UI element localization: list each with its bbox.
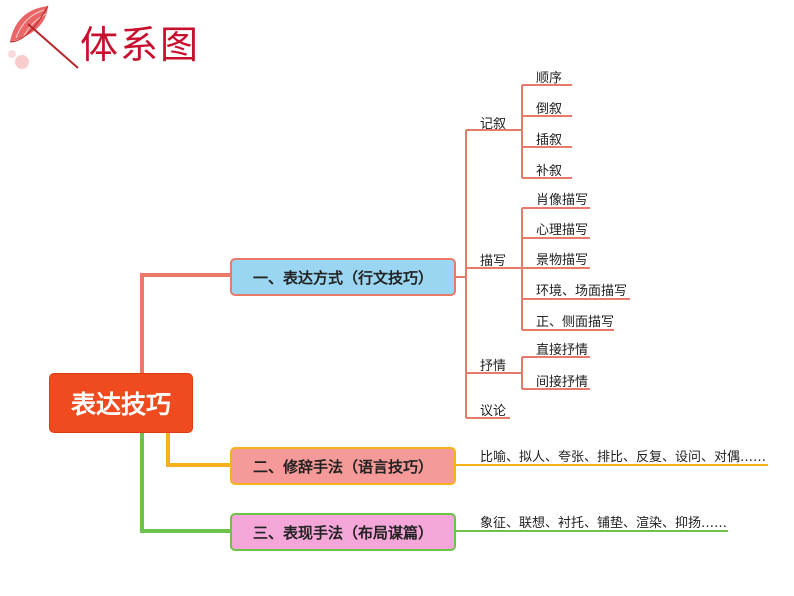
leaf-lyricism-item: 直接抒情 — [536, 343, 589, 358]
leaf-narration-item: 倒叙 — [536, 102, 563, 117]
connector-cat1 — [140, 273, 230, 374]
connector-cat2 — [166, 432, 230, 467]
root-node: 表达技巧 — [50, 374, 192, 432]
leaf-narration-item: 顺序 — [536, 71, 563, 86]
leaf-description-item: 环境、场面描写 — [536, 284, 628, 299]
leaf-description-item: 景物描写 — [536, 253, 589, 268]
category-representation-techniques: 三、表现手法（布局谋篇） — [230, 513, 456, 551]
leaf-description-item: 心理描写 — [536, 223, 589, 238]
leaf-description-item: 正、侧面描写 — [536, 315, 615, 330]
leaf-lyricism-item: 间接抒情 — [536, 375, 589, 390]
leaf-narration-item: 插叙 — [536, 133, 563, 148]
group-lyricism: 抒情 — [480, 359, 507, 374]
representation-techniques-list: 象征、联想、衬托、铺垫、渲染、抑扬…… — [480, 516, 728, 531]
group-description: 描写 — [480, 254, 507, 269]
umbrella-logo-icon — [8, 5, 79, 69]
rhetoric-devices-list: 比喻、拟人、夸张、排比、反复、设问、对偶…… — [480, 450, 767, 465]
connector-cat3 — [140, 432, 230, 533]
group-argumentation: 议论 — [480, 404, 507, 419]
leaf-description-item: 肖像描写 — [536, 193, 589, 208]
group-narration: 记叙 — [480, 117, 507, 132]
category-expression-methods: 一、表达方式（行文技巧） — [230, 258, 456, 296]
leaf-narration-item: 补叙 — [536, 164, 563, 179]
page-title: 体系图 — [80, 23, 201, 67]
category-rhetoric-devices: 二、修辞手法（语言技巧） — [230, 447, 456, 485]
